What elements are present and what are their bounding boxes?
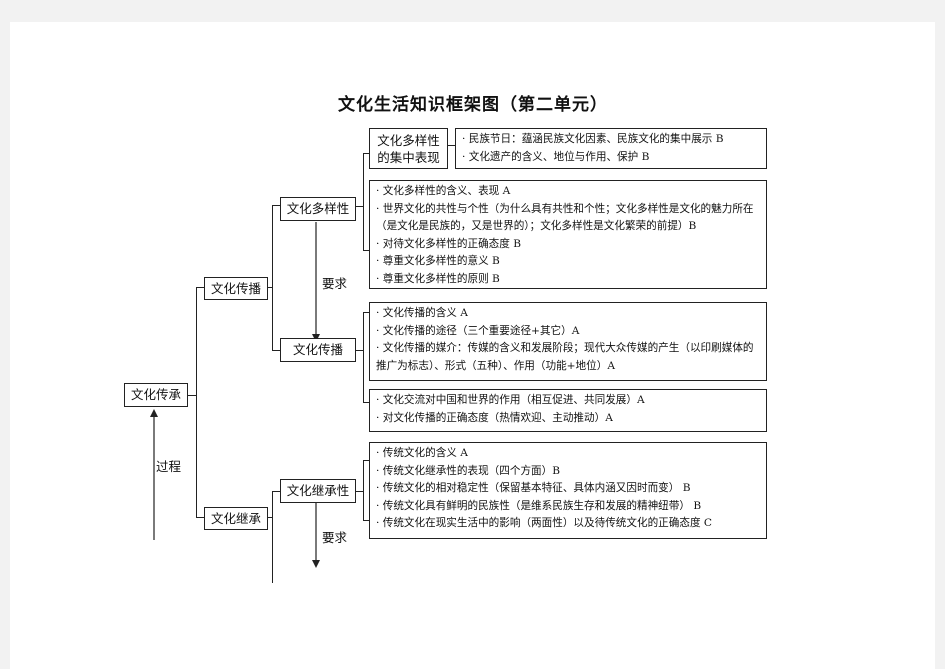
connector	[363, 520, 369, 521]
box-diversity-expression: 民族节日：蕴涵民族文化因素、民族文化的集中展示 B 文化遗产的含义、地位与作用、…	[455, 128, 767, 169]
list-item: 文化多样性的含义、表现 A	[376, 183, 762, 201]
list-item: 传统文化在现实生活中的影响（两面性）以及待传统文化的正确态度 C	[376, 515, 762, 533]
connector	[196, 287, 204, 288]
list-item: 传统文化的相对稳定性（保留基本特征、具体内涵又因时而变） B	[376, 480, 762, 498]
list-item: 传统文化继承性的表现（四个方面）B	[376, 463, 762, 481]
requirement-label: 要求	[322, 530, 348, 545]
node-cultural-diversity: 文化多样性	[280, 197, 356, 221]
requirement-label: 要求	[322, 276, 348, 291]
list-item: 对待文化多样性的正确态度 B	[376, 236, 762, 254]
connector	[272, 205, 280, 206]
node-cultural-inheritance: 文化继承	[204, 507, 268, 530]
connector	[363, 402, 369, 403]
node-transmission-sub: 文化传播	[280, 338, 356, 362]
connector	[363, 312, 369, 313]
list-item: 世界文化的共性与个性（为什么具有共性和个性；文化多样性是文化的魅力所在（是文化是…	[376, 201, 762, 236]
box-cultural-exchange: 文化交流对中国和世界的作用（相互促进、共同发展）A 对文化传播的正确态度（热情欢…	[369, 389, 767, 432]
connector	[196, 517, 204, 518]
list-item: 文化传播的途径（三个重要途径+其它）A	[376, 323, 762, 341]
list-item: 民族节日：蕴涵民族文化因素、民族文化的集中展示 B	[462, 131, 762, 149]
connector	[272, 350, 280, 351]
node-line: 文化多样性	[377, 132, 440, 148]
connector	[448, 145, 455, 146]
list-item: 传统文化的含义 A	[376, 445, 762, 463]
list-item: 传统文化具有鲜明的民族性（是维系民族生存和发展的精神纽带） B	[376, 498, 762, 516]
list-item: 文化交流对中国和世界的作用（相互促进、共同发展）A	[376, 392, 762, 410]
list-item: 尊重文化多样性的意义 B	[376, 253, 762, 271]
connector	[196, 287, 197, 517]
connector	[363, 250, 369, 251]
connector	[268, 517, 273, 518]
list-item: 文化传播的媒介：传媒的含义和发展阶段；现代大众传媒的产生（以印刷媒体的推广为标志…	[376, 340, 762, 375]
connector	[363, 460, 364, 520]
connector	[356, 350, 364, 351]
node-line: 的集中表现	[377, 149, 440, 165]
process-label: 过程	[156, 459, 182, 474]
diagram-title: 文化生活知识框架图（第二单元）	[338, 95, 608, 115]
list-item: 对文化传播的正确态度（热情欢迎、主动推动）A	[376, 410, 762, 428]
box-cultural-transmission: 文化传播的含义 A 文化传播的途径（三个重要途径+其它）A 文化传播的媒介：传媒…	[369, 302, 767, 381]
box-cultural-diversity: 文化多样性的含义、表现 A 世界文化的共性与个性（为什么具有共性和个性；文化多样…	[369, 180, 767, 289]
connector	[363, 312, 364, 402]
connector	[268, 287, 273, 288]
node-inheritance-sub: 文化继承性	[280, 479, 356, 503]
connector	[188, 395, 197, 396]
connector	[356, 491, 364, 492]
connector	[272, 491, 273, 583]
connector	[272, 205, 273, 350]
box-cultural-inheritance: 传统文化的含义 A 传统文化继承性的表现（四个方面）B 传统文化的相对稳定性（保…	[369, 442, 767, 539]
connector	[356, 206, 364, 207]
list-item: 文化传播的含义 A	[376, 305, 762, 323]
connector	[363, 460, 369, 461]
node-cultural-transmission: 文化传播	[204, 277, 268, 300]
list-item: 文化遗产的含义、地位与作用、保护 B	[462, 149, 762, 167]
connector	[363, 153, 369, 154]
list-item: 尊重文化多样性的原则 B	[376, 271, 762, 289]
connector	[363, 153, 364, 250]
connector	[272, 491, 280, 492]
node-diversity-expression: 文化多样性 的集中表现	[369, 128, 448, 169]
node-cultural-heritage: 文化传承	[124, 383, 188, 407]
